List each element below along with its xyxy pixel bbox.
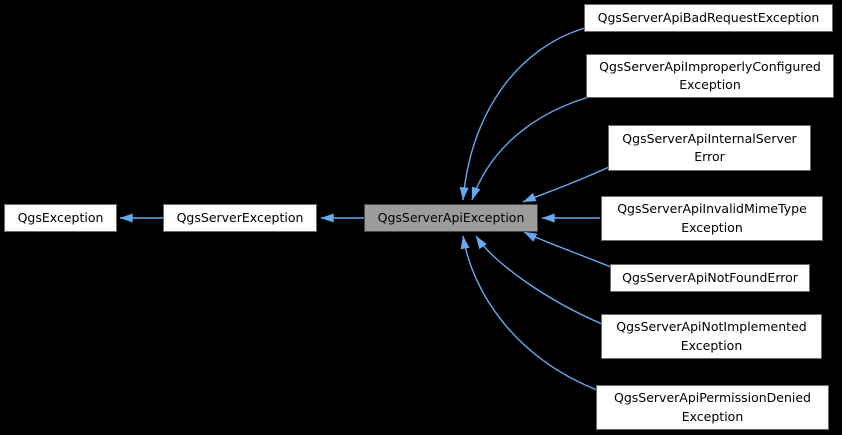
- class-node-label: QgsServerApiNotFoundError: [622, 269, 798, 285]
- class-node-qgs-exception[interactable]: QgsException: [4, 204, 117, 232]
- inheritance-edge-internal-server-error-to-qgs-server-api-exception: [522, 166, 610, 203]
- inheritance-edge-not-implemented-exception-to-qgs-server-api-exception: [475, 235, 603, 325]
- inheritance-edge-not-found-error-to-qgs-server-api-exception: [523, 231, 612, 268]
- class-node-label: QgsException: [17, 209, 104, 225]
- class-node-label: QgsServerApiException: [377, 209, 525, 225]
- inheritance-edge-permission-denied-exception-to-qgs-server-api-exception: [460, 235, 598, 391]
- class-node-label: QgsServerApiBadRequestException: [597, 9, 820, 25]
- class-node-qgs-server-exception[interactable]: QgsServerException: [163, 204, 317, 232]
- class-node-qgs-server-api-exception: QgsServerApiException: [364, 204, 538, 232]
- inheritance-edge-bad-request-exception-to-qgs-server-api-exception: [459, 27, 586, 201]
- class-node-bad-request-exception[interactable]: QgsServerApiBadRequestException: [584, 4, 833, 32]
- class-node-label: QgsServerException: [176, 209, 304, 225]
- class-node-not-found-error[interactable]: QgsServerApiNotFoundError: [610, 264, 810, 292]
- inheritance-edge-improperly-configured-exception-to-qgs-server-api-exception: [471, 96, 590, 201]
